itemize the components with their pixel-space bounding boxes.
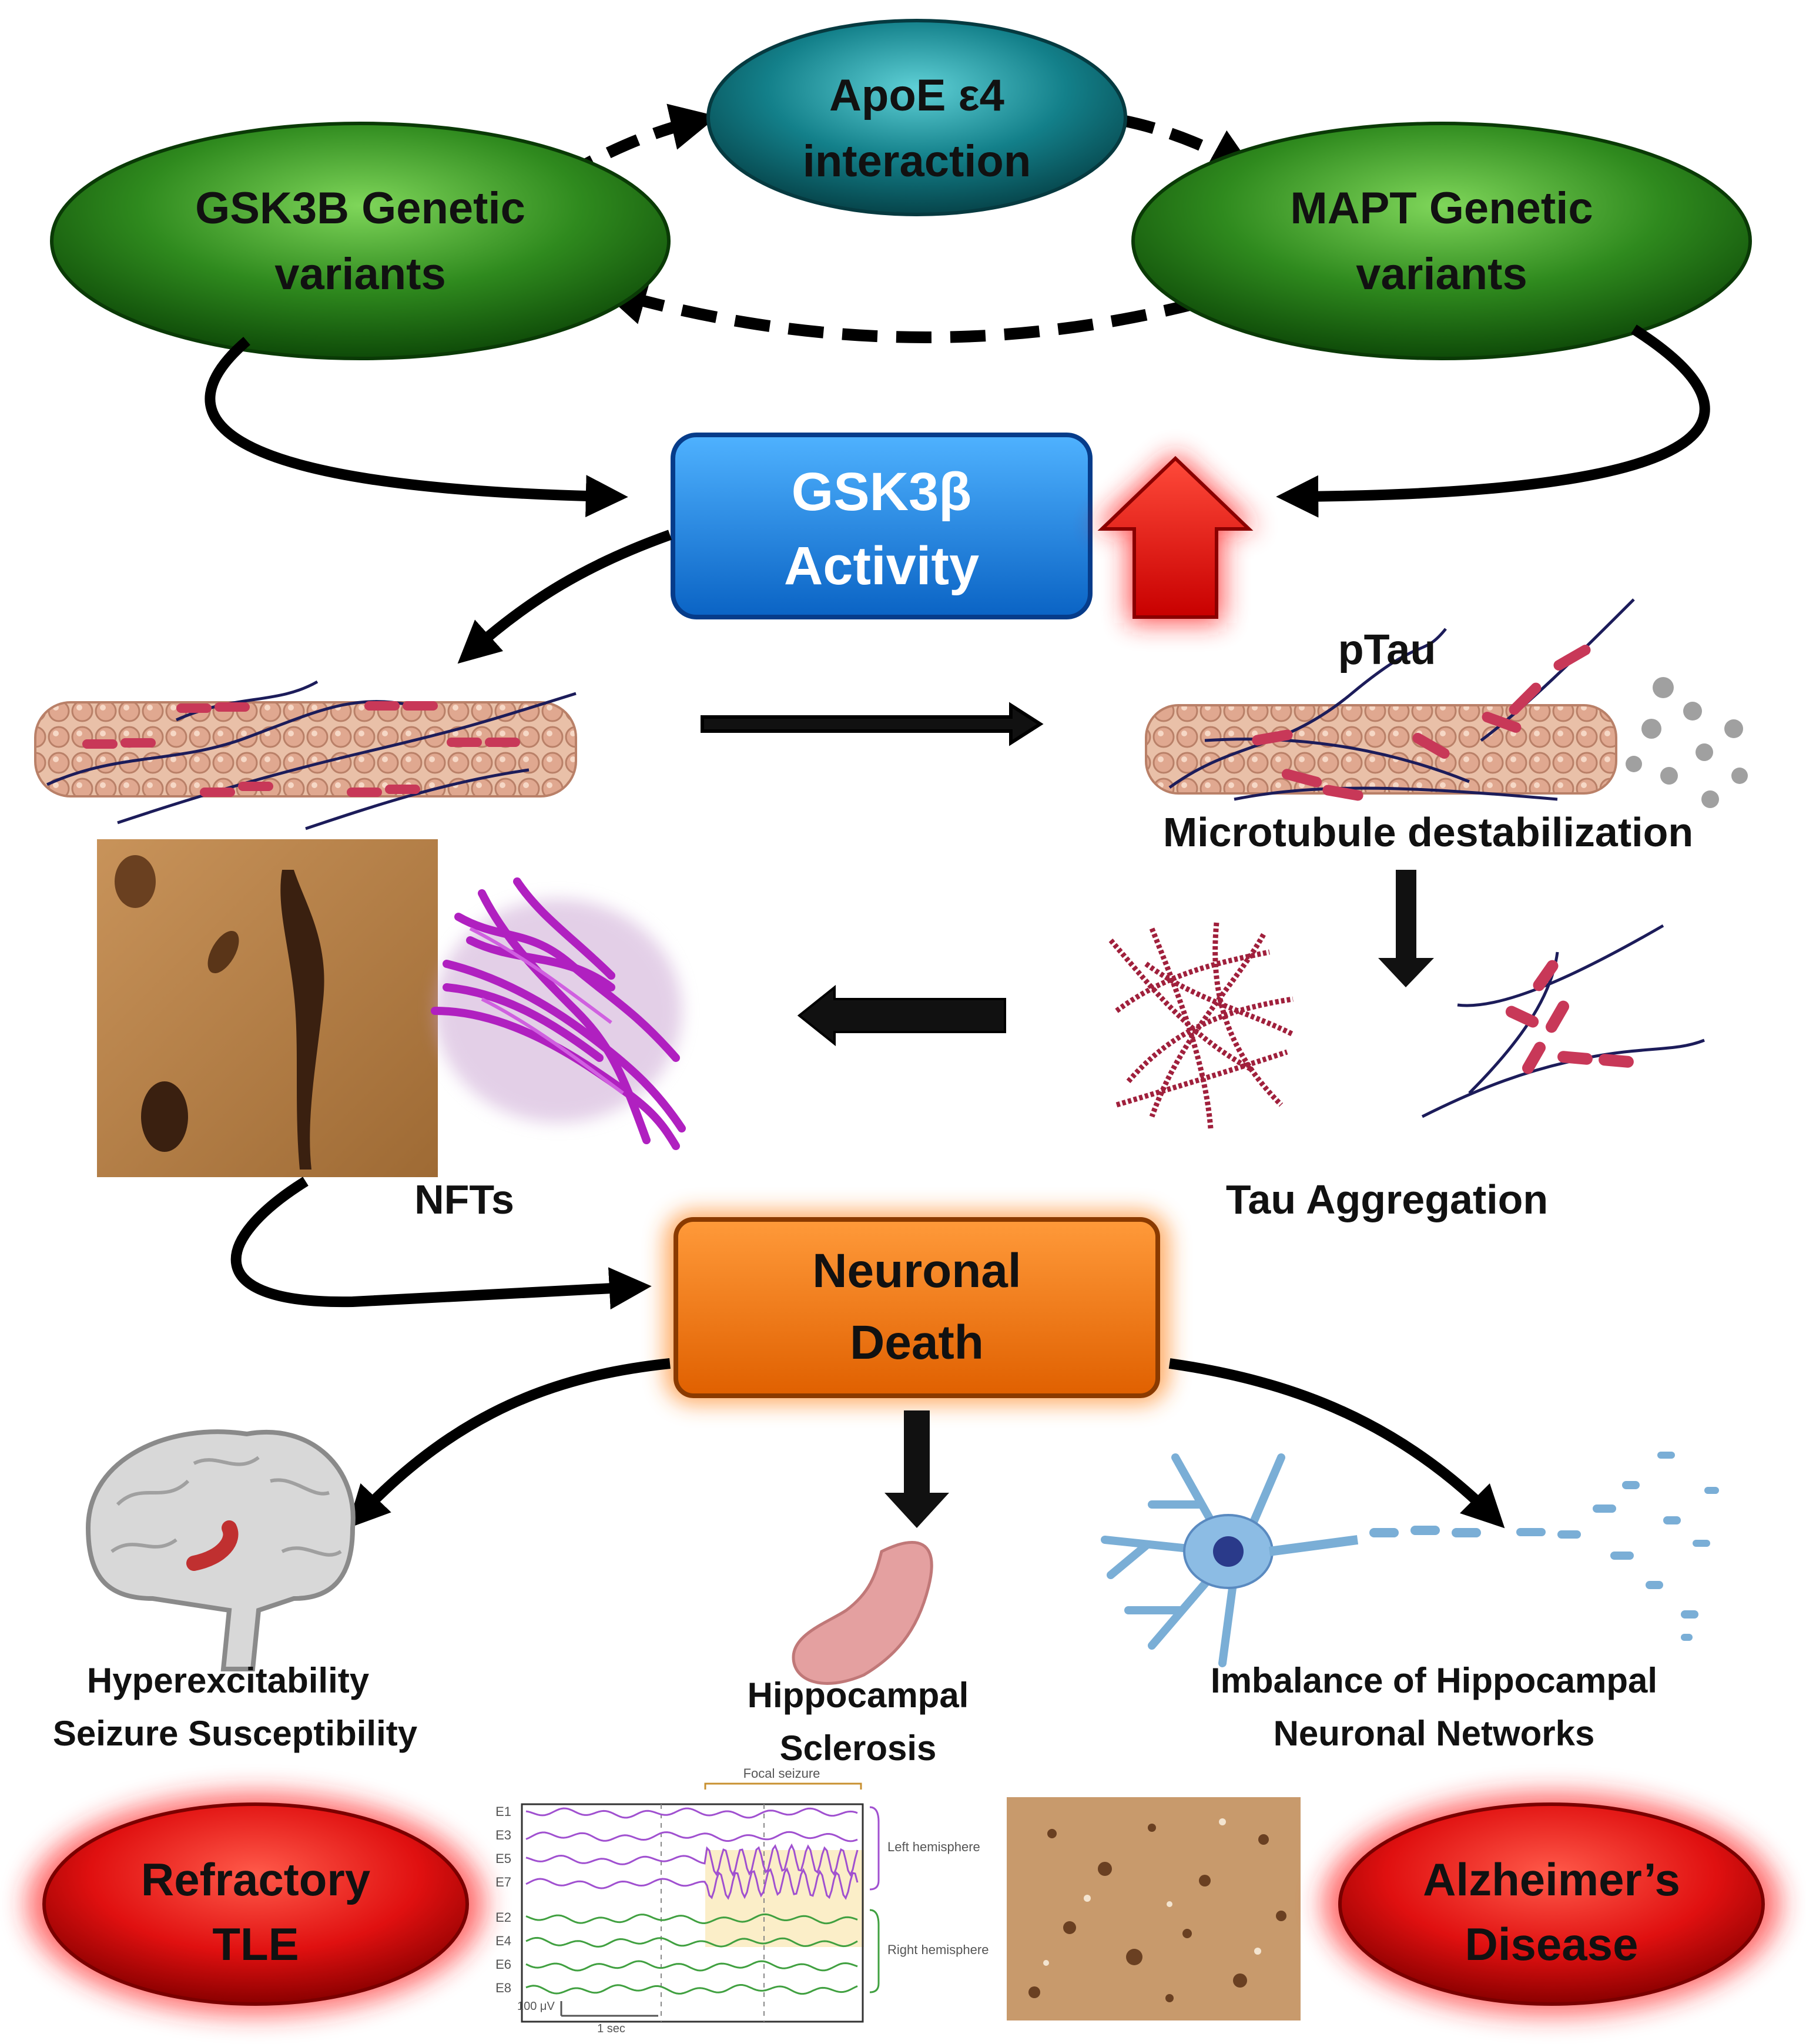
eeg-traces [525,1807,859,1995]
refractory-tle-line2: TLE [212,1918,299,1970]
hyperexcitability-label: Hyperexcitability [87,1661,370,1700]
apoe-label-line1: ApoE ε4 [829,71,1004,120]
refractory-tle-line1: Refractory [141,1854,370,1905]
node-mapt-genetic-variants: MAPT Genetic variants [1131,122,1752,360]
eeg-trace [525,1984,858,1995]
arrow-to-tau-aggregation [1378,870,1434,987]
arrow-death-to-hyperexcitability [347,1358,671,1529]
nfts-label: NFTs [414,1177,514,1222]
eeg-channel-e8: E8 [495,1981,511,1995]
outcome-alzheimers-disease: Alzheimer’s Disease [1322,1792,1781,2016]
node-gsk3b-activity: GSK3β Activity [671,433,1093,619]
eeg-channel-e4: E4 [495,1934,511,1948]
brain-icon [85,1429,356,1671]
node-neuronal-death: Neuronal Death [664,1211,1170,1405]
eeg-scale-amplitude: 100 μV [517,2000,555,2013]
eeg-channel-e2: E2 [495,1910,511,1925]
gsk3b-activity-line1: GSK3β [792,462,972,522]
apoe-label-line2: interaction [803,136,1031,186]
seizure-susceptibility-label: Seizure Susceptibility [53,1714,418,1753]
gsk3b-variants-line2: variants [274,249,446,299]
gsk3b-activity-line2: Activity [784,536,979,596]
arrow-activity-to-microtubule [457,530,672,664]
increase-arrow-icon [1093,453,1258,623]
arrow-mapt-variants-to-activity [1276,324,1710,518]
nft-histology-image [97,839,438,1177]
arrow-death-to-sclerosis [884,1410,949,1528]
tau-aggregation-illustration [1108,922,1705,1129]
nft-tangle-illustration [431,877,686,1150]
neuronal-networks-label: Neuronal Networks [1274,1714,1595,1753]
ptau-label: pTau [1338,626,1436,673]
node-apoe-e4-interaction: ApoE ε4 interaction [706,19,1127,216]
eeg-trace [525,1936,858,1948]
eeg-trace [525,1843,859,1877]
tau-aggregation-label: Tau Aggregation [1226,1177,1548,1222]
mapt-variants-line1: MAPT Genetic [1290,183,1593,233]
mapt-variants-line2: variants [1356,249,1527,299]
alzheimer-histology-image [1007,1797,1301,2020]
arrow-to-nfts [797,984,1006,1047]
arrow-to-destabilization [701,702,1044,746]
eeg-channel-e5: E5 [495,1851,511,1866]
neuronal-death-line2: Death [850,1316,984,1369]
gsk3b-variants-line1: GSK3B Genetic [195,183,525,233]
outcome-refractory-tle: Refractory TLE [26,1792,485,2016]
imbalance-label: Imbalance of Hippocampal [1211,1661,1657,1700]
hippocampus-icon [792,1541,933,1685]
dashed-arrow-mapt-to-gsk3b [599,279,1201,343]
eeg-left-hemisphere: Left hemisphere [887,1839,980,1854]
eeg-scale-time: 1 sec [597,2022,625,2035]
eeg-trace [525,1867,859,1900]
arrow-nfts-to-neuronal-death [230,1177,652,1310]
eeg-channel-e3: E3 [495,1828,511,1842]
stable-microtubule-illustration [34,680,577,830]
eeg-channel-e6: E6 [495,1957,511,1972]
alzheimers-line2: Disease [1465,1918,1639,1970]
arrow-death-to-imbalance [1168,1358,1505,1529]
eeg-channel-e1: E1 [495,1804,511,1819]
eeg-trace [525,1831,858,1842]
eeg-right-hemisphere: Right hemisphere [887,1942,989,1957]
eeg-trace [525,1960,858,1972]
arrow-gsk3b-variants-to-activity [205,337,628,518]
node-gsk3b-genetic-variants: GSK3B Genetic variants [50,122,671,360]
microtubule-destabilization-label: Microtubule destabilization [1163,809,1693,855]
eeg-focal-seizure-panel: Focal seizure E1 E3 E5 E7 E2 E4 E6 E8 Le… [495,1766,989,2035]
eeg-trace [525,1913,858,1925]
neuron-icon [1101,1452,1719,1667]
alzheimers-line1: Alzheimer’s [1423,1854,1680,1905]
eeg-title: Focal seizure [743,1766,820,1781]
neuronal-death-line1: Neuronal [812,1244,1021,1298]
hippocampal-label: Hippocampal [748,1676,969,1715]
destabilized-microtubule-illustration [1145,598,1748,808]
sclerosis-label: Sclerosis [780,1728,937,1768]
eeg-trace [525,1807,858,1819]
eeg-channel-e7: E7 [495,1875,511,1889]
